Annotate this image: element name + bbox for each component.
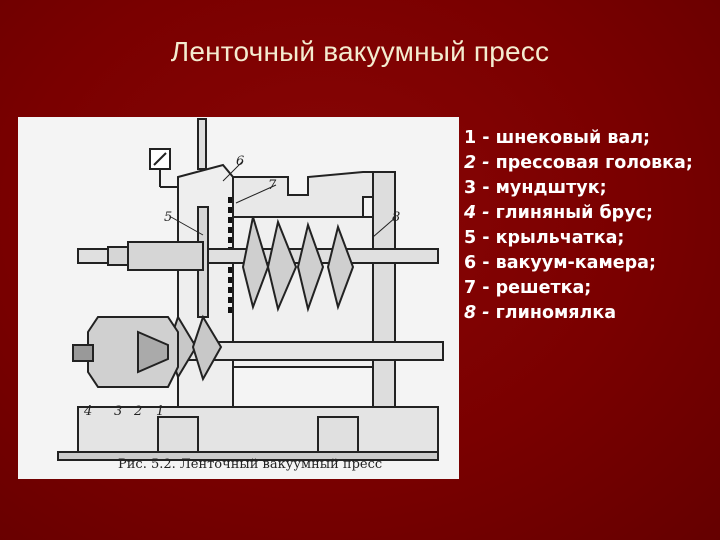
- legend-item: 4 - глиняный брус;: [464, 201, 714, 226]
- fig-num-4: 4: [83, 404, 92, 419]
- legend-item: 3 - мундштук;: [464, 176, 714, 201]
- legend-item: 1 - шнековый вал;: [464, 126, 714, 151]
- fig-num-3: 3: [114, 404, 122, 419]
- legend-number: 1 -: [464, 128, 496, 148]
- legend-item: 7 - решетка;: [464, 276, 714, 301]
- legend-text: глиняный брус;: [495, 203, 653, 223]
- fig-num-1: 1: [156, 404, 164, 419]
- fig-num-6: 6: [236, 154, 244, 169]
- legend-item: 5 - крыльчатка;: [464, 226, 714, 251]
- press-drawing: 1 2 3 4 5 6 7 8: [57, 118, 444, 461]
- fig-num-5: 5: [164, 210, 172, 225]
- legend-item: 6 - вакуум-камера;: [464, 251, 714, 276]
- legend-text: шнековый вал;: [495, 128, 651, 148]
- legend-number: 6 -: [464, 253, 496, 273]
- legend-text: решетка;: [495, 278, 592, 298]
- figure-caption: Рис. 5.2. Ленточный вакуумный пресс: [118, 457, 383, 472]
- legend-list: 1 - шнековый вал; 2 - прессовая головка;…: [464, 126, 714, 326]
- fig-num-2: 2: [133, 404, 142, 419]
- legend-number: 7 -: [464, 278, 496, 298]
- fig-num-7: 7: [268, 178, 277, 193]
- press-diagram: 1 2 3 4 5 6 7 8 Рис. 5.2. Ленточный ваку…: [18, 117, 459, 479]
- legend-text: вакуум-камера;: [495, 253, 656, 273]
- slide-title: Ленточный вакуумный пресс: [170, 36, 550, 67]
- legend-number: 5 -: [464, 228, 496, 248]
- legend-text: глиномялка: [495, 303, 617, 323]
- legend-text: прессовая головка;: [495, 153, 693, 173]
- legend-text: крыльчатка;: [495, 228, 625, 248]
- legend-text: мундштук;: [495, 178, 607, 198]
- legend-number: 3 -: [464, 178, 496, 198]
- legend-item: 2 - прессовая головка;: [464, 151, 714, 176]
- legend-number: 4 -: [464, 203, 496, 223]
- legend-number: 2 -: [464, 153, 496, 173]
- legend-item: 8 - глиномялка: [464, 301, 714, 326]
- legend-number: 8 -: [464, 303, 496, 323]
